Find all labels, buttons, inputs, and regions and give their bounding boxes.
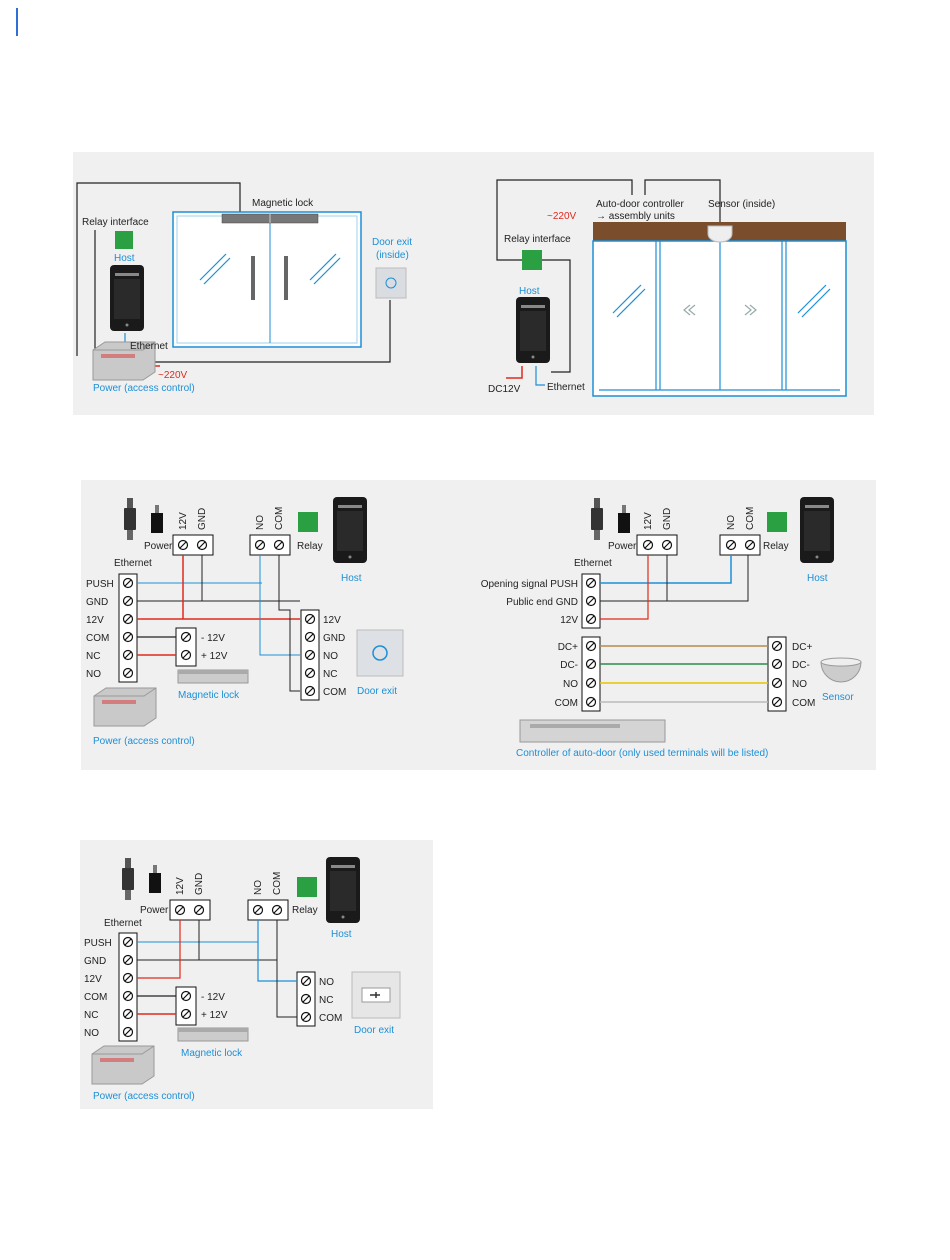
d5-term-no: NO (84, 1028, 99, 1039)
d4-power-label: Power (608, 541, 637, 552)
relay-interface-icon (115, 231, 133, 249)
d5-host-label: Host (331, 929, 352, 940)
d3-12v-label: 12V (178, 512, 189, 530)
d3-no-label: NO (255, 515, 266, 530)
d3-exit-gnd: GND (323, 633, 345, 644)
d5-lock-plus: + 12V (201, 1010, 228, 1021)
d3-lock-plus: + 12V (201, 651, 228, 662)
d3-exit-com: COM (323, 687, 346, 698)
d5-com-label: COM (272, 872, 283, 895)
d2-auto-door-label: Auto-door controller (596, 199, 684, 210)
relay-icon (297, 877, 317, 897)
d5-term-gnd: GND (84, 956, 106, 967)
relay-interface-icon (522, 250, 542, 270)
d3-term-12v: 12V (86, 615, 104, 626)
d5-exit-nc: NC (319, 995, 333, 1006)
d4-sensor-dcminus: DC- (792, 660, 810, 671)
d4-ctrl-dcminus: DC- (560, 660, 578, 671)
page-accent-bar (16, 8, 18, 36)
d3-exit-no: NO (323, 651, 338, 662)
d3-exit-nc: NC (323, 669, 337, 680)
d3-com-label: COM (274, 507, 285, 530)
d1-host-label: Host (114, 253, 135, 264)
d5-gnd-label: GND (194, 873, 205, 895)
d5-term-12v: 12V (84, 974, 102, 985)
d5-exit-no: NO (319, 977, 334, 988)
d3-exit-12v: 12V (323, 615, 341, 626)
d5-ethernet-label: Ethernet (104, 918, 142, 929)
d4-no-label: NO (726, 515, 737, 530)
d5-term-com: COM (84, 992, 107, 1003)
d1-power-label: Power (access control) (93, 383, 195, 394)
d5-12v-label: 12V (175, 877, 186, 895)
d5-term-nc: NC (84, 1010, 98, 1021)
d3-host-label: Host (341, 573, 362, 584)
diagram-4-wiring-auto-door: Ethernet Power 12V GND NO COM Relay Host… (481, 497, 862, 759)
d1-ethernet-label: Ethernet (130, 341, 168, 352)
diagram-5-wiring-exit-button: Ethernet Power 12V GND NO COM Relay Host… (84, 857, 401, 1102)
diagram-panel-2 (81, 480, 876, 770)
d3-term-no: NO (86, 669, 101, 680)
d3-term-gnd: GND (86, 597, 108, 608)
d5-lock-minus: - 12V (201, 992, 225, 1003)
d5-power-label: Power (140, 905, 169, 916)
d4-com-label: COM (745, 507, 756, 530)
d4-ethernet-label: Ethernet (574, 558, 612, 569)
d5-power-access-label: Power (access control) (93, 1091, 195, 1102)
d2-host-label: Host (519, 286, 540, 297)
d1-door-exit-inside-label: (inside) (376, 250, 409, 261)
relay-icon (767, 512, 787, 532)
d3-term-com: COM (86, 633, 109, 644)
d4-sensor-com: COM (792, 698, 815, 709)
d4-12v-label: 12V (643, 512, 654, 530)
d2-ethernet-label: Ethernet (547, 382, 585, 393)
d4-gnd-label: GND (662, 508, 673, 530)
d4-controller-label: Controller of auto-door (only used termi… (516, 748, 768, 759)
d2-relay-interface-label: Relay interface (504, 234, 571, 245)
d5-exit-com: COM (319, 1013, 342, 1024)
d3-power-access-label: Power (access control) (93, 736, 195, 747)
d1-magnetic-lock-label: Magnetic lock (252, 198, 314, 209)
d2-dc12v-label: DC12V (488, 384, 521, 395)
d3-power-label: Power (144, 541, 173, 552)
d3-magnetic-lock-label: Magnetic lock (178, 690, 240, 701)
d3-ethernet-label: Ethernet (114, 558, 152, 569)
d1-door-exit-label: Door exit (372, 237, 412, 248)
d3-gnd-label: GND (197, 508, 208, 530)
diagram-1-magnetic-lock-door: Relay interface Magnetic lock Host Door … (76, 182, 412, 394)
d2-voltage-label: ~220V (547, 211, 577, 222)
d4-ctrl-com: COM (555, 698, 578, 709)
d3-door-exit-label: Door exit (357, 686, 397, 697)
d5-relay-label: Relay (292, 905, 318, 916)
d5-magnetic-lock-label: Magnetic lock (181, 1048, 243, 1059)
d4-term-12v: 12V (560, 615, 578, 626)
d1-relay-interface-label: Relay interface (82, 217, 149, 228)
d4-relay-label: Relay (763, 541, 789, 552)
d2-sensor-inside-label: Sensor (inside) (708, 199, 775, 210)
d5-term-push: PUSH (84, 938, 112, 949)
d4-sensor-dcplus: DC+ (792, 642, 812, 653)
d3-lock-minus: - 12V (201, 633, 225, 644)
d5-no-label: NO (253, 880, 264, 895)
d3-term-push: PUSH (86, 579, 114, 590)
relay-icon (298, 512, 318, 532)
diagram-3-wiring-magnetic-lock: Ethernet Power 12V GND NO COM Relay Host… (86, 497, 404, 747)
d1-voltage-label: ~220V (158, 370, 188, 381)
d2-assembly-units-label: → assembly units (596, 211, 675, 222)
d4-term-gnd: Public end GND (506, 597, 578, 608)
d4-host-label: Host (807, 573, 828, 584)
d5-door-exit-label: Door exit (354, 1025, 394, 1036)
d3-relay-label: Relay (297, 541, 323, 552)
d4-sensor-no: NO (792, 679, 807, 690)
d4-ctrl-dcplus: DC+ (558, 642, 578, 653)
d4-ctrl-no: NO (563, 679, 578, 690)
d4-term-push: Opening signal PUSH (481, 579, 578, 590)
diagram-2-auto-door: Auto-door controller → assembly units Se… (488, 179, 847, 397)
d3-term-nc: NC (86, 651, 100, 662)
d4-sensor-label: Sensor (822, 692, 854, 703)
